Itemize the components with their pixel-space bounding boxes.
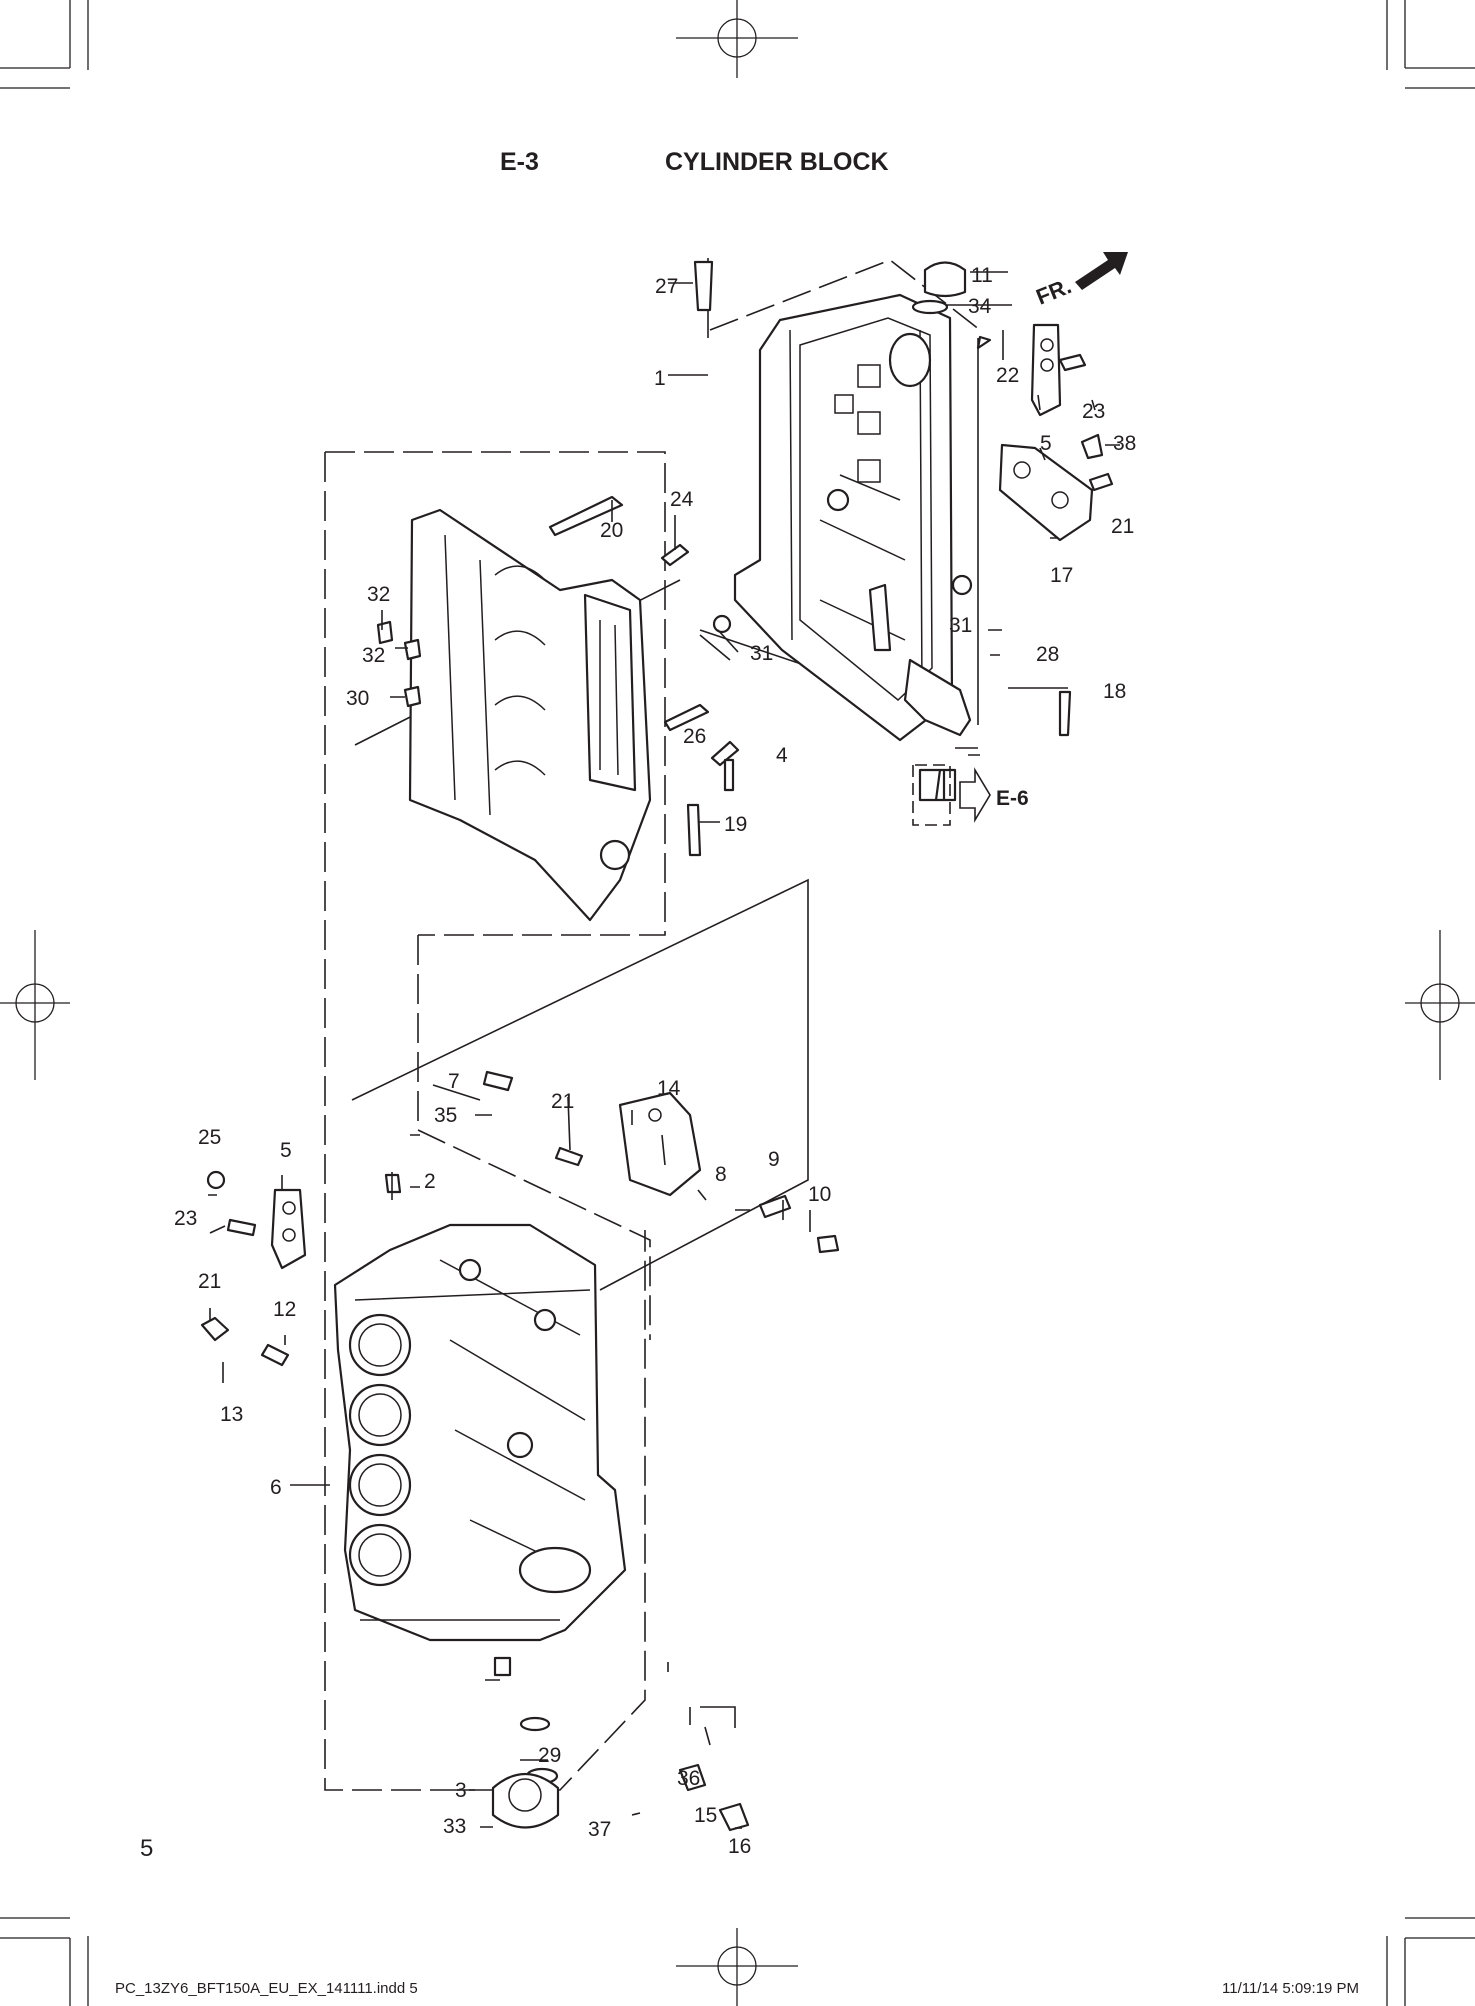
front-direction-label: FR. bbox=[1033, 273, 1075, 309]
leader-lines bbox=[208, 271, 1120, 1829]
callout-19: 19 bbox=[724, 813, 747, 836]
callout-21: 21 bbox=[1111, 515, 1134, 538]
page-number: 5 bbox=[140, 1835, 154, 1862]
callout-32: 32 bbox=[367, 583, 390, 606]
crankcase bbox=[408, 508, 652, 922]
callout-e6-reference: E-6 bbox=[996, 787, 1029, 810]
callout-7: 7 bbox=[448, 1070, 460, 1093]
section-code: E-3 bbox=[500, 148, 539, 176]
callout-36: 36 bbox=[677, 1767, 700, 1790]
callout-12: 12 bbox=[273, 1298, 296, 1321]
callout-37: 37 bbox=[588, 1818, 611, 1841]
footer-file-name: PC_13ZY6_BFT150A_EU_EX_141111.indd 5 bbox=[115, 1980, 418, 1997]
callout-23: 23 bbox=[174, 1207, 197, 1230]
callout-18: 18 bbox=[1103, 680, 1126, 703]
callout-6: 6 bbox=[270, 1476, 282, 1499]
bolts bbox=[200, 260, 1114, 1677]
callout-14: 14 bbox=[657, 1077, 681, 1100]
callout-9: 9 bbox=[768, 1148, 780, 1171]
reference-arrow-icon bbox=[912, 764, 991, 826]
callout-5: 5 bbox=[280, 1139, 292, 1162]
callout-10: 10 bbox=[808, 1183, 831, 1206]
callout-21: 21 bbox=[198, 1270, 221, 1293]
callout-33: 33 bbox=[443, 1815, 466, 1838]
callout-3: 3 bbox=[455, 1779, 467, 1802]
front-direction-arrow-icon bbox=[1075, 252, 1128, 290]
callout-1: 1 bbox=[654, 367, 666, 390]
callout-27: 27 bbox=[655, 275, 678, 298]
callout-25: 25 bbox=[198, 1126, 221, 1149]
callout-11: 11 bbox=[971, 264, 993, 287]
callout-17: 17 bbox=[1050, 564, 1073, 587]
callout-31: 31 bbox=[750, 642, 773, 665]
callout-30: 30 bbox=[346, 687, 369, 710]
callout-31: 31 bbox=[949, 614, 972, 637]
section-title: CYLINDER BLOCK bbox=[665, 148, 889, 176]
small-parts bbox=[206, 261, 1104, 1832]
callout-23: 23 bbox=[1082, 400, 1105, 423]
callout-38: 38 bbox=[1113, 432, 1136, 455]
callout-24: 24 bbox=[670, 488, 694, 511]
cylinder-block bbox=[333, 1223, 627, 1642]
callout-20: 20 bbox=[600, 519, 623, 542]
callout-35: 35 bbox=[434, 1104, 457, 1127]
callout-5: 5 bbox=[1040, 432, 1052, 455]
callout-4: 4 bbox=[776, 744, 788, 767]
callout-2: 2 bbox=[424, 1170, 436, 1193]
callout-28: 28 bbox=[1036, 643, 1059, 666]
cylinder-head bbox=[733, 293, 972, 742]
callout-29: 29 bbox=[538, 1744, 561, 1767]
callout-34: 34 bbox=[968, 295, 992, 318]
callout-16: 16 bbox=[728, 1835, 751, 1858]
callout-21: 21 bbox=[551, 1090, 574, 1113]
callout-8: 8 bbox=[715, 1163, 727, 1186]
callout-26: 26 bbox=[683, 725, 706, 748]
callout-labels: 27 11 34 1 22 23 5 38 21 17 24 20 32 32 … bbox=[174, 264, 1136, 1858]
footer-timestamp: 11/11/14 5:09:19 PM bbox=[1222, 1980, 1360, 1997]
callout-13: 13 bbox=[220, 1403, 243, 1426]
callout-15: 15 bbox=[694, 1804, 717, 1827]
callout-22: 22 bbox=[996, 364, 1019, 387]
callout-32: 32 bbox=[362, 644, 385, 667]
